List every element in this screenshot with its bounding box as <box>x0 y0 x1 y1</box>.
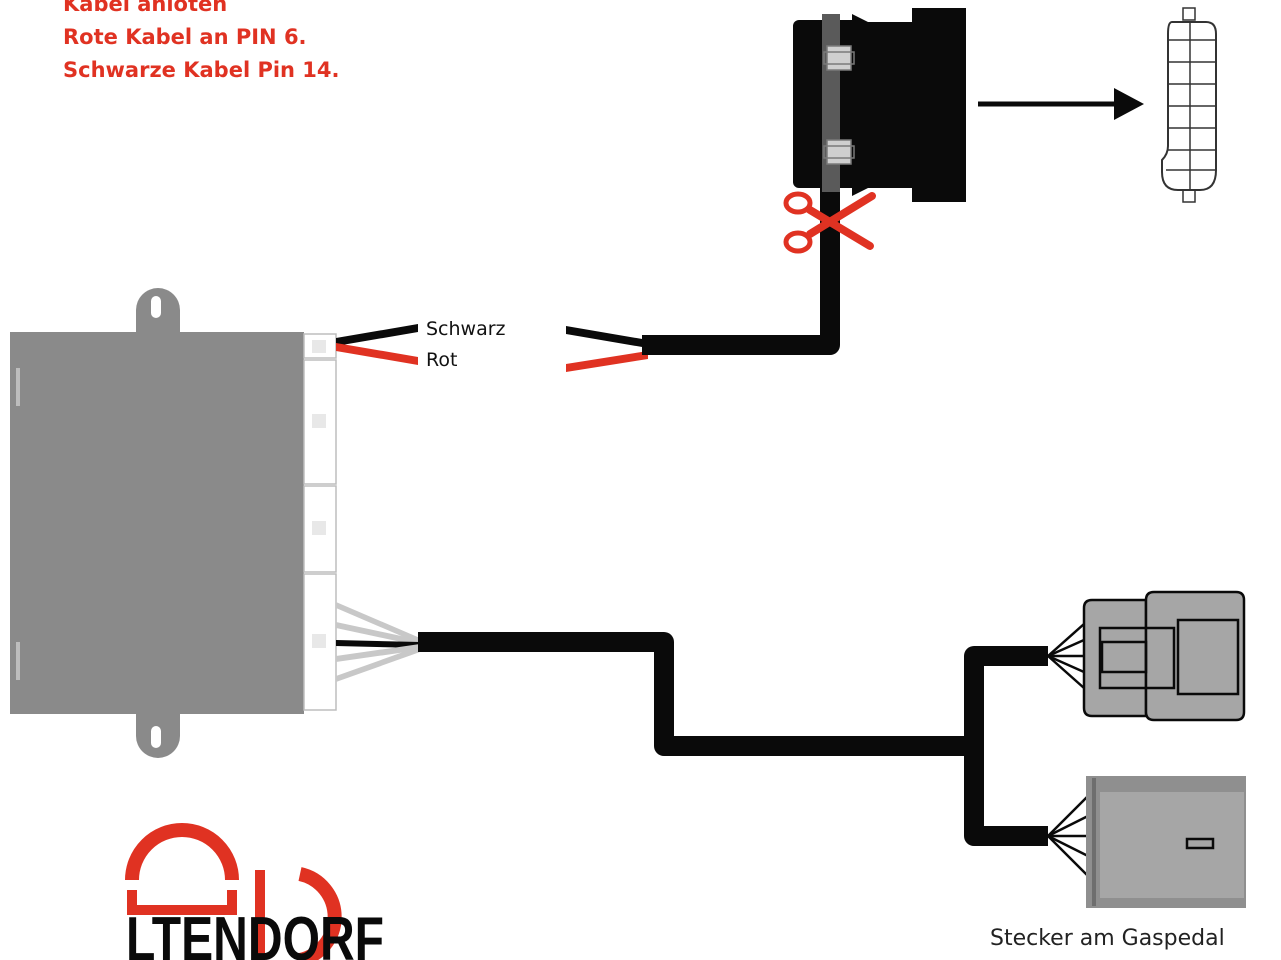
obd-plug <box>793 8 966 202</box>
instruction-line: Rote Kabel an PIN 6. <box>63 25 307 49</box>
pedal-connector-upper <box>1047 590 1246 722</box>
scissors-icon <box>783 191 876 254</box>
arrow-right-icon <box>978 88 1144 120</box>
logo-text: LTENDORF <box>126 905 384 960</box>
obd-cable <box>566 186 840 372</box>
pedal-connector-lower <box>1047 776 1246 908</box>
pedal-connector-caption: Stecker am Gaspedal <box>990 926 1225 951</box>
pedal-harness <box>336 602 1048 846</box>
instruction-line: Schwarze Kabel Pin 14. <box>63 58 340 82</box>
module-power-leads <box>336 324 418 365</box>
instruction-text: Kabel anlöten Rote Kabel an PIN 6. Schwa… <box>63 0 340 87</box>
wire-label-black: Schwarz <box>426 318 506 340</box>
instruction-line: Kabel anlöten <box>63 0 228 16</box>
wire-label-red: Rot <box>426 349 458 371</box>
control-module <box>10 288 337 758</box>
obd-socket <box>1161 7 1217 203</box>
altendorf-logo: LTENDORF <box>125 823 384 960</box>
